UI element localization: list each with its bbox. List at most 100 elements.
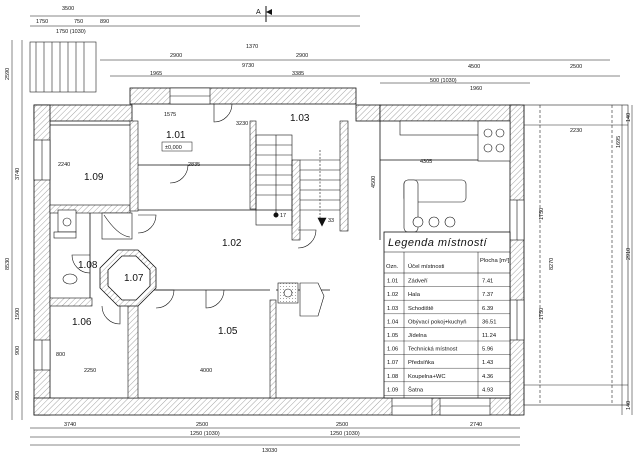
stair-step-label: 17 [280,213,286,219]
dim-label: 3500 [62,6,74,12]
chimney [277,282,325,317]
room-labels: 1.01 ±0,000 1.02 1.03 1.05 1.06 1.07 1.0… [72,113,310,337]
dim-label: 2500 [336,422,348,428]
bathroom-fixtures [53,209,133,285]
dims-bottom: 3740 2500 2500 2740 1250 (1030) 1250 (10… [56,352,482,454]
dim-label: 990 [15,391,21,400]
dim-label: 1750 [539,308,545,320]
dim-label: 500 (1030) [430,78,457,84]
dim-label: 2240 [58,162,70,168]
legend-room-area: 11.24 [482,333,497,339]
dim-label: 1965 [150,71,162,77]
dim-label: 2910 [626,248,632,260]
dim-label: 4305 [420,159,432,165]
room-label-1-02: 1.02 [222,238,242,249]
legend-room-purpose: Zádveří [408,279,428,285]
legend-room-area: 4.93 [482,387,493,393]
legend-room-code: 1.04 [387,319,399,325]
dim-label: 8270 [549,258,555,270]
room-label-1-06: 1.06 [72,317,92,328]
dim-label: 1575 [164,112,176,118]
dim-label: 4500 [371,176,377,188]
dims-left: 2590 3740 8530 990 1500 900 [5,68,21,400]
dim-label: 8530 [5,258,11,270]
legend-room-area: 6.39 [482,306,493,312]
legend-room-code: 1.01 [387,279,398,285]
legend-room-area: 36.51 [482,319,497,325]
room-1.07-outline [99,249,157,307]
dim-label: 2900 [296,53,308,59]
dim-label: 2740 [470,422,482,428]
legend-room-purpose: Hala [408,292,421,298]
dim-label: 1250 (1030) [330,431,360,437]
legend-room-area: 5.96 [482,347,493,353]
dim-label: 1960 [470,86,482,92]
dim-label: 2500 [570,64,582,70]
legend-room-code: 1.07 [387,360,398,366]
legend-room-code: 1.03 [387,306,398,312]
dim-label: 2230 [570,128,582,134]
dimension-lines [11,15,633,446]
dim-label: 750 [74,19,83,25]
dim-label: 1750 [36,19,48,25]
dim-label: 900 [15,346,21,355]
legend-room-purpose: Technická místnost [408,347,458,353]
legend-room-code: 1.06 [387,347,398,353]
room-label-1-01: 1.01 [166,130,186,141]
dim-label: 2500 [196,422,208,428]
dim-label: 3230 [236,121,248,127]
doors [71,103,317,325]
legend-room-code: 1.05 [387,333,398,339]
dim-label: 2900 [170,53,182,59]
legend-room-code: 1.08 [387,374,398,380]
legend-room-purpose: Předsíňka [408,360,435,366]
room-legend: Legenda místností Ozn. Účel místnosti Pl… [383,231,511,399]
dim-label: 3740 [64,422,76,428]
room-level-1-01: ±0,000 [165,145,182,151]
room-label-1-05: 1.05 [218,326,238,337]
dim-label: 1250 (1030) [190,431,220,437]
legend-room-code: 1.02 [387,292,398,298]
section-marker: A [256,6,272,22]
dim-label: 1750 [539,208,545,220]
legend-room-purpose: Schodiště [408,306,433,312]
dims-right: 140 1695 1750 8270 2910 1750 140 4500 [371,113,632,410]
dim-label: 140 [626,113,632,122]
legend-room-purpose: Jídelna [408,333,427,339]
terrace [29,41,629,406]
interior-walls [49,120,349,399]
dim-label: 2250 [84,368,96,374]
dim-label: 3385 [292,71,304,77]
stair-step-label: 33 [328,218,334,224]
staircase [255,134,340,227]
section-marker-label: A [256,9,261,16]
dim-label: 2590 [5,68,11,80]
dim-label: 1695 [616,136,622,148]
legend-title: Legenda místností [388,237,487,249]
room-label-1-07: 1.07 [124,273,144,284]
room-label-1-03: 1.03 [290,113,310,124]
legend-room-purpose: Obývací pokoj+kuchyň [408,319,466,325]
legend-header-area: Plocha [m²] [480,258,510,264]
dim-label: 1370 [246,44,258,50]
legend-room-purpose: Koupelna+WC [408,374,446,380]
dim-label: 890 [100,19,109,25]
dim-label: 3740 [15,168,21,180]
dim-label: 1750 (1030) [56,29,86,35]
dims-top: 3500 1750 750 890 1750 (1030) 2900 1370 … [36,6,582,168]
legend-room-area: 1.43 [482,360,493,366]
dim-label: 800 [56,352,65,358]
dim-label: 2835 [188,162,200,168]
legend-room-area: 7.41 [482,279,493,285]
legend-room-area: 4.36 [482,374,493,380]
dim-label: 1500 [15,308,21,320]
legend-room-code: 1.09 [387,387,398,393]
legend-header-code: Ozn. [386,264,399,270]
windows [33,87,525,416]
dim-label: 4000 [200,368,212,374]
dim-label: 140 [626,401,632,410]
dim-label: 9730 [242,63,254,69]
legend-room-purpose: Šatna [408,386,424,393]
